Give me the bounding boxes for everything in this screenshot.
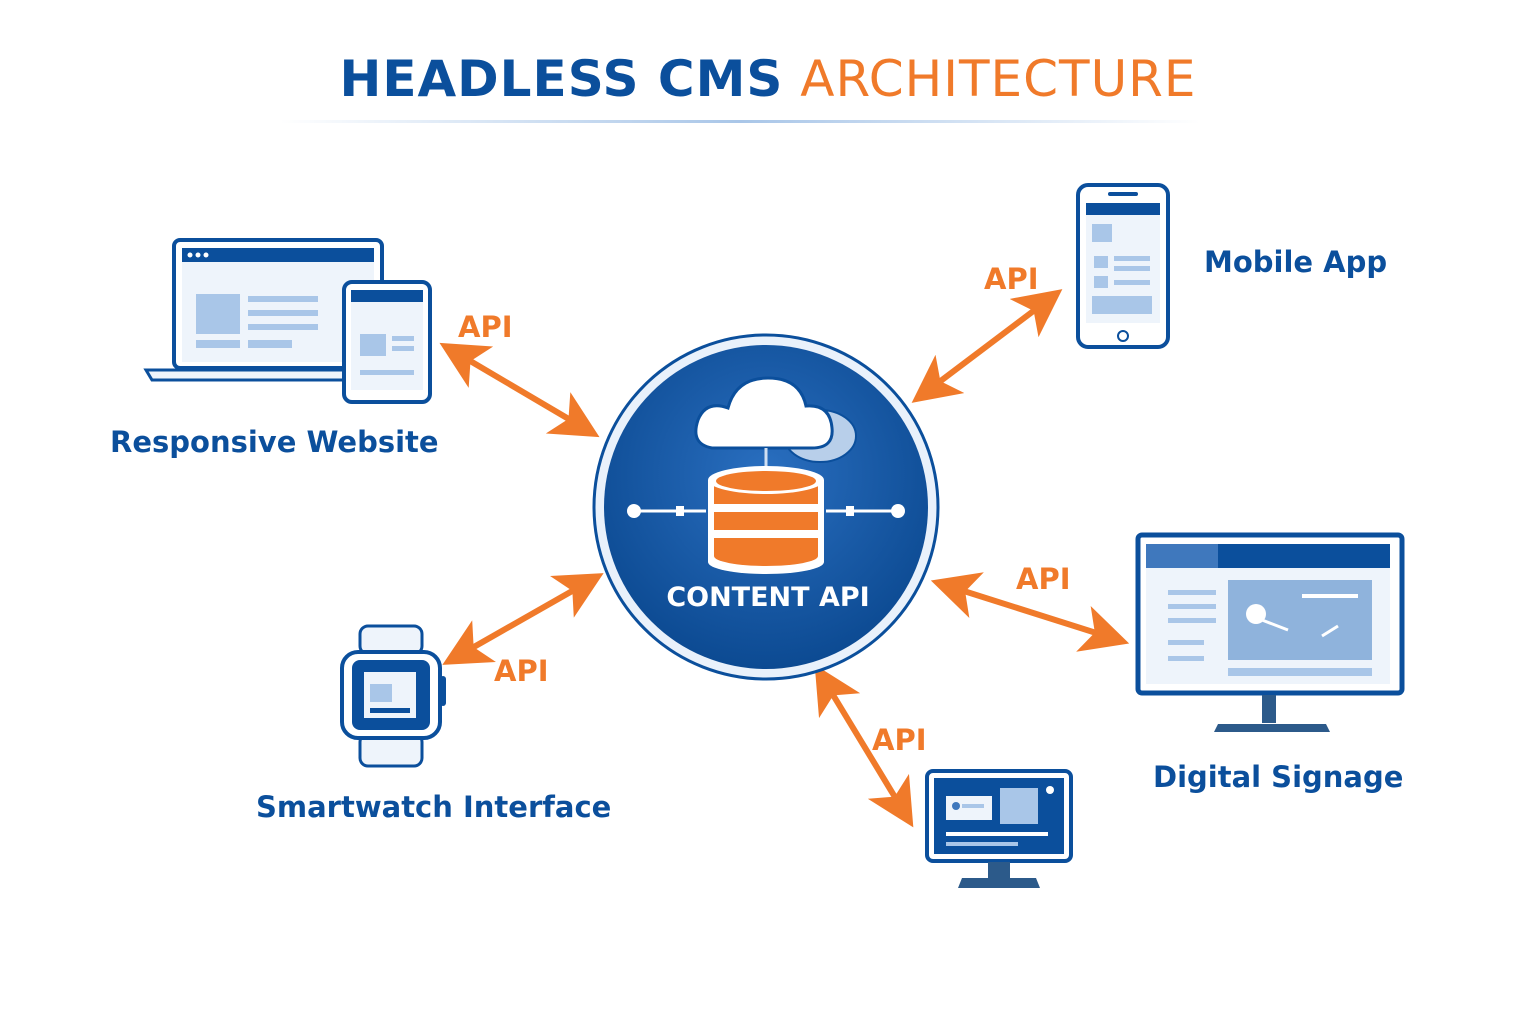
api-label-signage: API [1016,562,1071,596]
arrow-website [439,342,600,438]
database-icon [708,466,824,574]
endpoint-label-signage: Digital Signage [1153,760,1404,794]
arrow-kiosk [814,664,914,828]
smartwatch-icon [340,624,446,768]
arrow-smartwatch [442,573,604,665]
endpoint-label-smartwatch: Smartwatch Interface [256,790,612,824]
api-label-website: API [458,310,513,344]
api-arrows [439,289,1130,828]
page-title: HEADLESS CMS ARCHITECTURE [0,44,1536,114]
title-strong: HEADLESS CMS [339,50,784,108]
api-label-mobile: API [984,262,1039,296]
endpoint-label-website: Responsive Website [110,425,439,459]
api-label-smartwatch: API [494,654,549,688]
desktop-monitor-icon [925,769,1073,888]
hub-label: CONTENT API [666,582,870,613]
title-underline [280,120,1200,123]
smartphone-icon [1076,183,1170,349]
monitor-icon [1135,532,1405,732]
endpoint-label-mobile: Mobile App [1204,245,1388,279]
content-api-hub [592,333,940,681]
laptop-tablet-icon [143,238,432,404]
title-light: ARCHITECTURE [800,50,1197,108]
cloud-icon [694,376,857,470]
arrow-signage [930,572,1130,652]
arrow-mobile [911,289,1063,403]
api-label-kiosk: API [872,723,927,757]
